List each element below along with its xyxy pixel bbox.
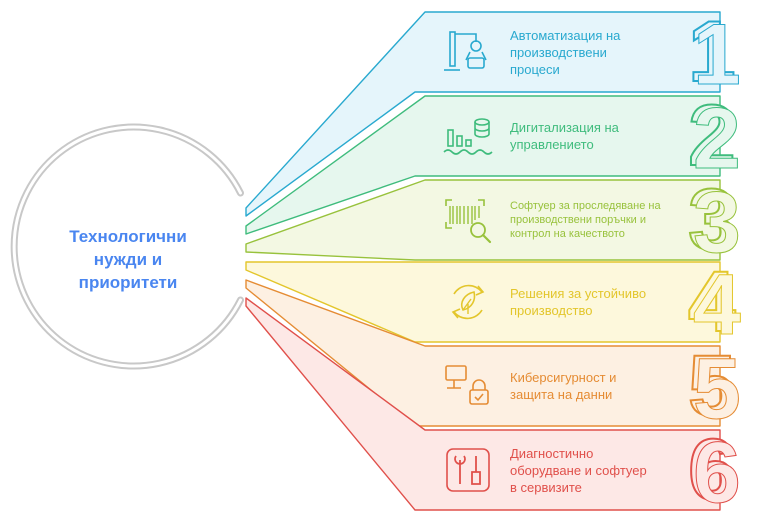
item-number-1: 1: [687, 8, 741, 98]
item-label-line: оборудване и софтуер: [510, 462, 647, 478]
icons: [443, 31, 493, 492]
item-label-line: Автоматизация на: [510, 27, 621, 43]
tools-icon: [446, 448, 490, 492]
item-label-line: контрол на качеството: [510, 228, 625, 240]
item-label-line: производство: [510, 303, 593, 318]
center-title-line: Технологични: [69, 227, 187, 246]
item-label-line: Киберсигурност и: [510, 370, 617, 385]
item-label-3: Софтуер за проследяване на производствени…: [510, 199, 686, 241]
item-label-line: в сервизите: [510, 479, 582, 495]
item-label-line: процеси: [510, 61, 560, 77]
item-label-4: Решения за устойчиво производство: [510, 285, 686, 319]
item-number-4: 4: [687, 258, 741, 348]
item-number-5: 5: [687, 342, 741, 432]
item-label-line: защита на данни: [510, 387, 613, 402]
ribbons: [245, 11, 721, 511]
item-label-line: Решения за устойчиво: [510, 286, 647, 301]
item-number-2: 2: [687, 92, 741, 182]
center-title-line: нужди и: [93, 250, 163, 269]
database-chart-icon: [443, 118, 493, 155]
item-label-2: Дигитализация на управлението: [510, 119, 686, 153]
robot-arm-icon: [444, 31, 487, 71]
computer-lock-icon: [445, 365, 489, 405]
item-number-3: 3: [687, 176, 741, 266]
item-label-line: Диагностично: [510, 445, 594, 461]
barcode-search-icon: [445, 199, 492, 244]
item-label-line: Софтуер за проследяване на: [510, 200, 661, 212]
item-number-6: 6: [687, 426, 741, 516]
item-label-line: производствени: [510, 44, 607, 60]
item-label-line: управлението: [510, 137, 594, 152]
item-label-5: Киберсигурност и защита на данни: [510, 369, 686, 403]
recycle-leaf-icon: [451, 284, 485, 320]
center-title-line: приоритети: [78, 273, 178, 292]
center-title: Технологични нужди и приоритети: [40, 225, 216, 294]
item-label-line: производствени поръчки и: [510, 214, 647, 226]
item-label-line: Дигитализация на: [510, 120, 619, 135]
